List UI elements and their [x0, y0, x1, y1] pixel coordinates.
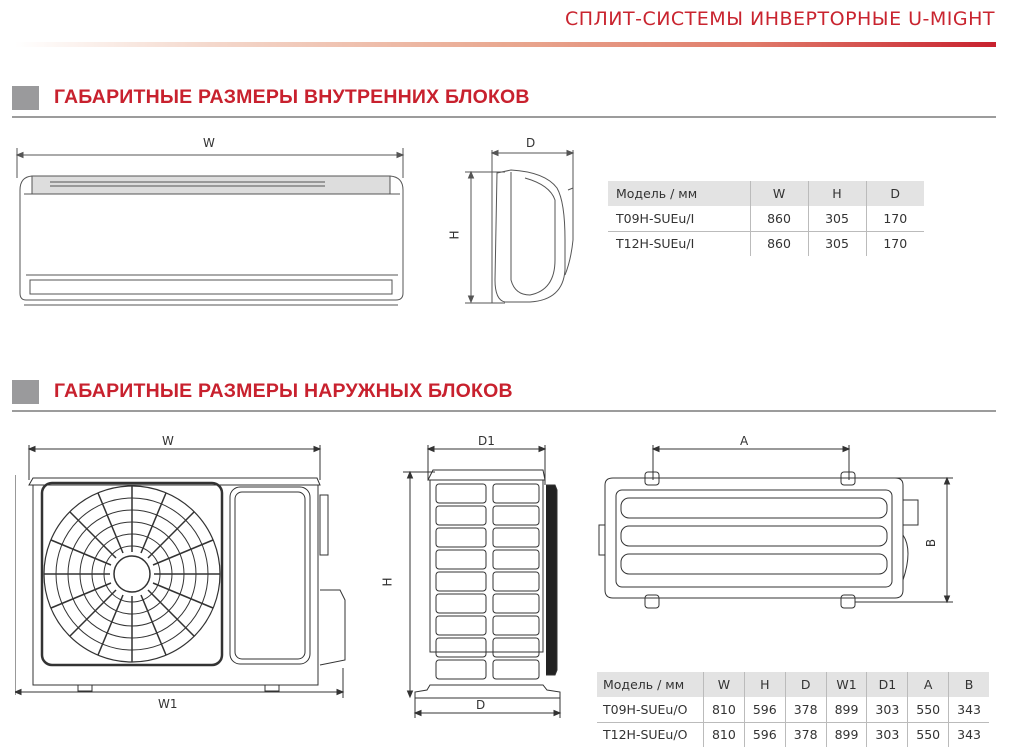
col-header-a: A [907, 672, 949, 697]
indoor-unit-side-drawing [465, 149, 575, 304]
col-header-model: Модель / мм [608, 181, 750, 206]
table-row: T12H-SUEu/O 810 596 378 899 303 550 343 [597, 722, 989, 747]
section-header-outdoor: ГАБАРИТНЫЕ РАЗМЕРЫ НАРУЖНЫХ БЛОКОВ [12, 372, 996, 412]
cell-d: 378 [784, 697, 827, 723]
outdoor-unit-top-drawing [598, 445, 953, 609]
section-marker-icon [12, 380, 39, 404]
cell-model: T12H-SUEu/O [603, 727, 688, 743]
table-row: T12H-SUEu/I 860 305 170 [608, 231, 924, 256]
dim-label-w: W [203, 136, 215, 150]
table-header-row: Модель / мм W H D W1 D1 A B [597, 672, 989, 697]
cell-model: T12H-SUEu/I [616, 236, 695, 252]
dim-label-w1: W1 [158, 697, 178, 711]
col-header-w: W [702, 672, 745, 697]
cell-h: 596 [743, 697, 786, 723]
col-header-h: H [743, 672, 786, 697]
cell-w1: 899 [825, 697, 867, 723]
cell-w: 860 [749, 206, 808, 232]
section-title-outdoor: ГАБАРИТНЫЕ РАЗМЕРЫ НАРУЖНЫХ БЛОКОВ [54, 380, 513, 402]
title-gradient-bar [15, 42, 996, 47]
cell-d: 170 [865, 231, 924, 256]
cell-h: 305 [807, 206, 866, 232]
table-row: T09H-SUEu/O 810 596 378 899 303 550 343 [597, 697, 989, 723]
indoor-spec-table: Модель / мм W H D T09H-SUEu/I 860 305 17… [608, 181, 924, 256]
cell-w1: 899 [825, 722, 867, 747]
section-divider [12, 116, 996, 118]
table-row: T09H-SUEu/I 860 305 170 [608, 206, 924, 232]
col-header-w: W [749, 181, 808, 206]
dim-label-d: D [526, 136, 536, 150]
section-title-indoor: ГАБАРИТНЫЕ РАЗМЕРЫ ВНУТРЕННИХ БЛОКОВ [54, 86, 530, 108]
page-title: СПЛИТ-СИСТЕМЫ ИНВЕРТОРНЫЕ U-MIGHT [564, 8, 995, 30]
cell-d: 378 [784, 722, 827, 747]
dim-label-a: A [740, 434, 749, 448]
section-header-indoor: ГАБАРИТНЫЕ РАЗМЕРЫ ВНУТРЕННИХ БЛОКОВ [12, 78, 996, 118]
outdoor-unit-front-drawing [15, 445, 346, 698]
cell-b: 343 [948, 697, 989, 723]
cell-d1: 303 [866, 697, 908, 723]
cell-model: T09H-SUEu/O [597, 697, 704, 723]
cell-w: 810 [702, 722, 745, 747]
cell-d: 170 [865, 206, 924, 232]
dim-label-h: H [380, 577, 395, 587]
cell-model: T09H-SUEu/I [608, 206, 750, 232]
col-header-model: Модель / мм [597, 672, 704, 697]
section-divider [12, 410, 996, 412]
cell-w: 860 [749, 231, 808, 256]
col-header-d: D [865, 181, 924, 206]
dim-label-h: H [447, 230, 462, 240]
col-header-d: D [784, 672, 827, 697]
cell-a: 550 [907, 697, 949, 723]
cell-b: 343 [948, 722, 989, 747]
cell-a: 550 [907, 722, 949, 747]
col-header-d1: D1 [866, 672, 908, 697]
outdoor-spec-table: Модель / мм W H D W1 D1 A B T09H-SUEu/O … [597, 672, 989, 747]
section-marker-icon [12, 86, 39, 110]
dim-label-d: D [476, 698, 486, 712]
cell-h: 305 [807, 231, 866, 256]
cell-w: 810 [702, 697, 745, 723]
col-header-b: B [948, 672, 989, 697]
col-header-w1: W1 [825, 672, 867, 697]
cell-h: 596 [743, 722, 786, 747]
dim-label-d1: D1 [478, 434, 495, 448]
indoor-unit-front-drawing [15, 148, 405, 306]
dim-label-b: B [924, 538, 939, 548]
table-header-row: Модель / мм W H D [608, 181, 924, 206]
dim-label-w: W [162, 434, 174, 448]
col-header-h: H [807, 181, 866, 206]
outdoor-unit-side-drawing [403, 445, 562, 718]
cell-d1: 303 [866, 722, 908, 747]
